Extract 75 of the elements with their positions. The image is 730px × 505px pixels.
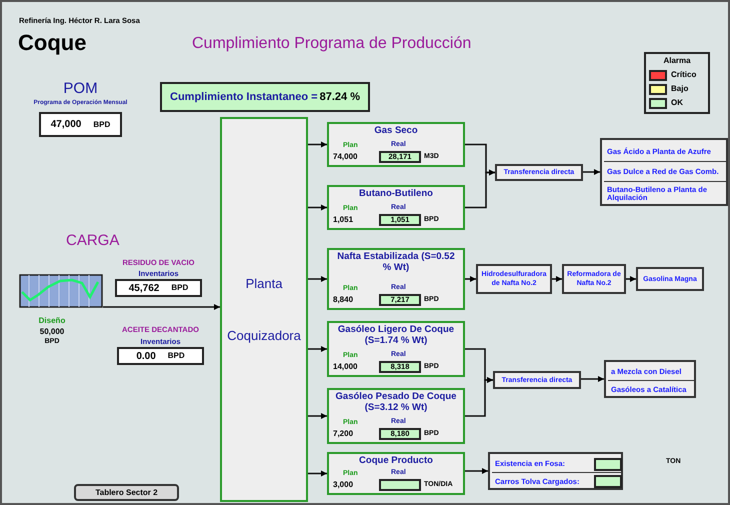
section-heading: POM <box>63 79 98 99</box>
design-value: 50,000 <box>38 326 66 338</box>
connector-arrow <box>465 276 476 282</box>
metric-label: Cumplimiento Instantaneo = <box>170 90 318 105</box>
unit-text: BPD <box>93 118 110 130</box>
legend-text: Crítico <box>671 69 696 81</box>
connector-arrow <box>626 276 636 282</box>
connector-arrow <box>308 142 327 148</box>
navigation-button: Tablero Sector 2 <box>74 484 179 501</box>
destination-list <box>604 360 696 398</box>
plant-name: Coquizadora <box>227 326 301 345</box>
metric-panel <box>160 82 370 112</box>
design-label: Diseño <box>38 315 66 327</box>
connector-arrow <box>552 276 562 282</box>
trend-chart-drawing <box>19 274 103 310</box>
destination-box <box>493 371 581 389</box>
plant-box <box>220 117 308 502</box>
plan-value: 3,000 <box>333 480 354 489</box>
unit-text: BPD <box>168 350 185 362</box>
list-row <box>492 473 623 490</box>
section-heading: CARGA <box>66 231 120 251</box>
connector-arrow <box>465 468 488 474</box>
value-field <box>379 479 421 491</box>
product-name: Gasóleo Ligero De Coque (S=1.74 % Wt) <box>336 324 456 346</box>
value-text: 0.00 <box>136 350 156 364</box>
destination-box <box>636 267 704 291</box>
legend-text: Bajo <box>671 83 688 95</box>
product-name: Nafta Estabilizada (S=0.52 % Wt) <box>336 251 456 273</box>
value-field <box>379 151 421 163</box>
product-name: Coque Producto <box>359 455 433 466</box>
plan-value: 1,051 <box>333 215 354 224</box>
value-field <box>379 294 421 306</box>
connector-arrow <box>465 170 495 208</box>
connector-arrow <box>308 346 327 352</box>
value-field <box>379 428 421 440</box>
connector-arrow <box>308 204 327 210</box>
legend-text: OK <box>671 97 683 109</box>
product-box <box>327 321 465 377</box>
destination-box <box>495 164 583 181</box>
value-field <box>379 214 421 226</box>
unit-text: BPD <box>171 282 188 294</box>
plan-value: 74,000 <box>333 152 358 161</box>
page-title: Cumplimiento Programa de Producción <box>192 34 472 54</box>
connector-arrow <box>581 376 604 382</box>
plant-name: Planta <box>246 275 282 293</box>
connector-arrow <box>103 304 220 310</box>
destination-list <box>600 138 728 206</box>
connector-arrow <box>308 413 327 419</box>
destination-box <box>476 264 552 294</box>
destination-list <box>488 452 623 490</box>
value-field <box>379 361 421 373</box>
connector-arrow <box>308 276 327 282</box>
metric-value: 87.24 % <box>320 90 360 105</box>
product-box <box>327 388 465 444</box>
value-field <box>594 458 622 471</box>
product-name: Gas Seco <box>374 125 418 136</box>
value-text: 45,762 <box>128 282 160 296</box>
product-name: Butano-Butileno <box>359 188 433 199</box>
legend-title: Alarma <box>663 55 691 67</box>
connector-arrow <box>465 377 493 417</box>
page-heading: Coque <box>18 29 86 57</box>
product-box <box>327 185 465 230</box>
product-box <box>327 452 465 495</box>
plan-value: 14,000 <box>333 362 358 371</box>
value-field <box>594 475 622 488</box>
product-name: Gasóleo Pesado De Coque (S=3.12 % Wt) <box>334 391 458 413</box>
plan-value: 8,840 <box>333 295 354 304</box>
value-text: 47,000 <box>50 118 82 132</box>
product-box <box>327 122 465 167</box>
destination-box <box>562 264 626 294</box>
plan-value: 7,200 <box>333 429 354 438</box>
product-box <box>327 248 465 310</box>
connector-arrow <box>583 169 600 175</box>
list-row <box>492 456 623 473</box>
connector-arrow <box>308 470 327 476</box>
